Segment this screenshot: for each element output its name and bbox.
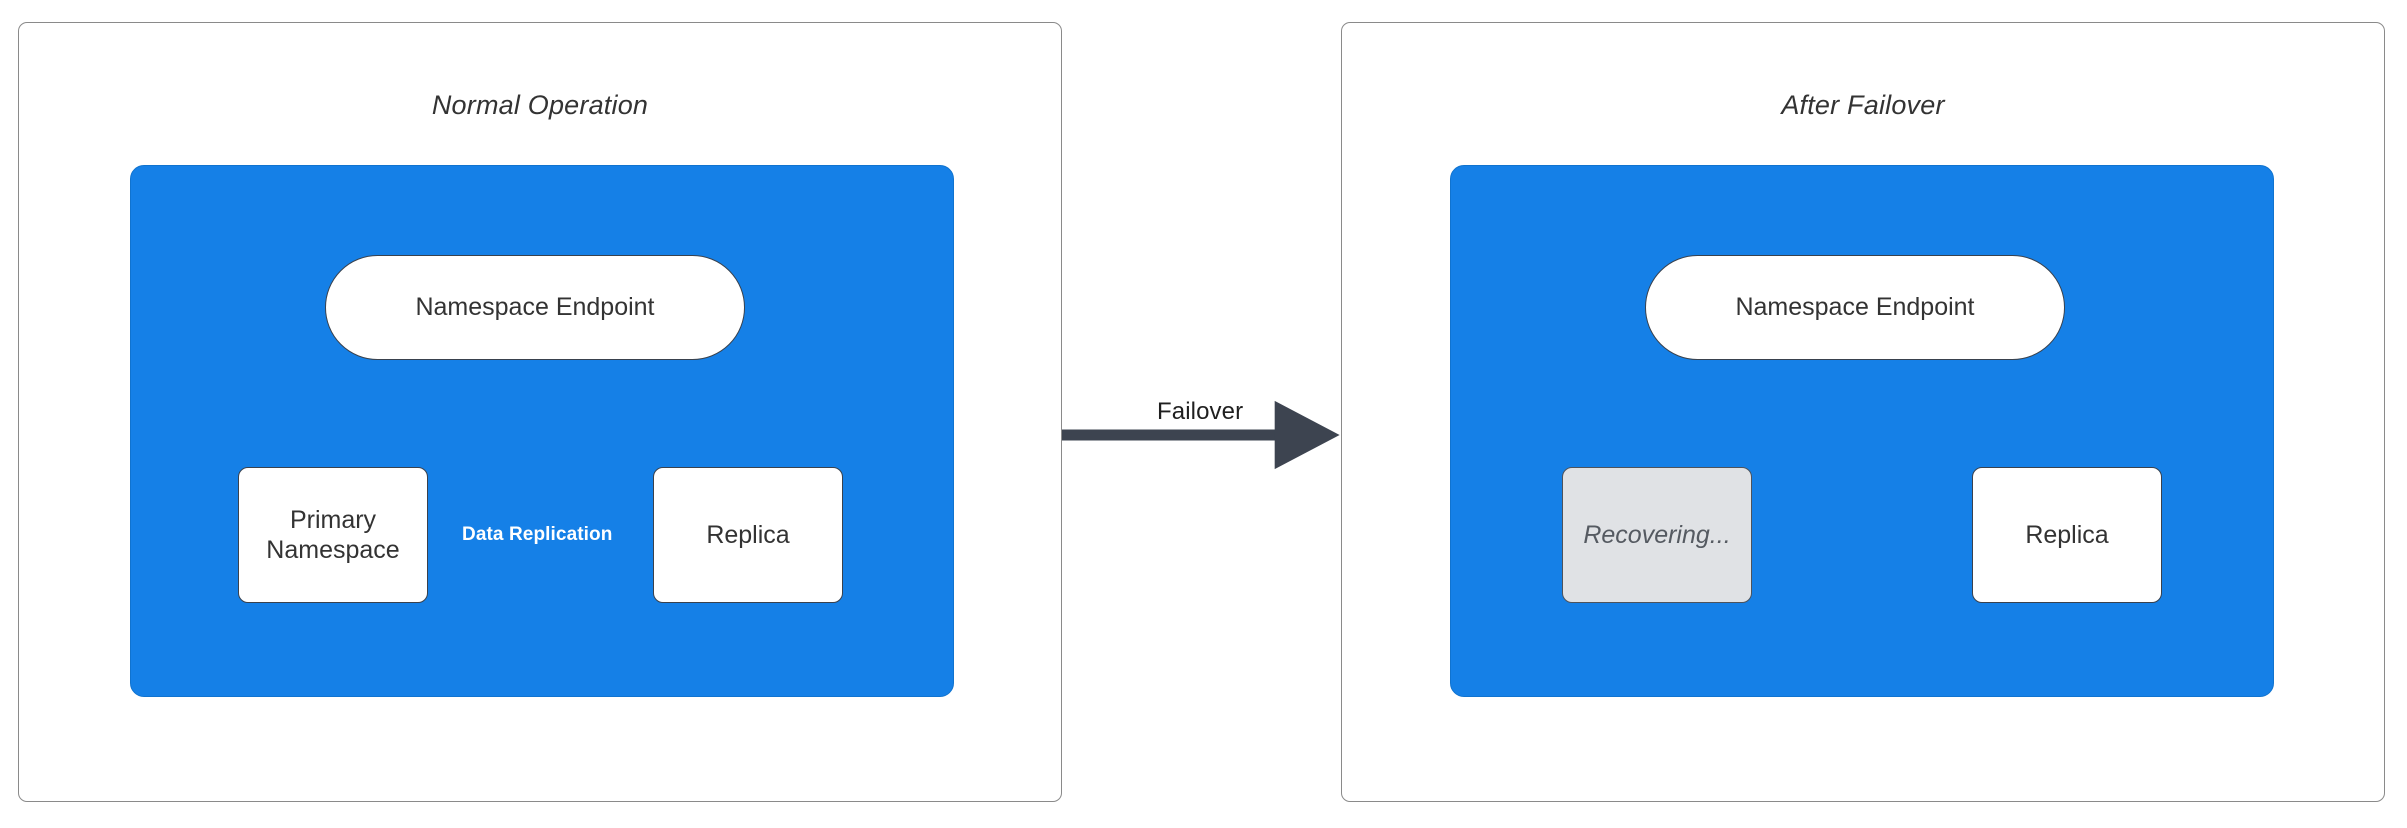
node-replica-right[interactable]: Replica [1972,467,2162,603]
node-label: Namespace Endpoint [1735,293,1975,322]
panel-title-normal-operation: Normal Operation [431,90,649,120]
node-primary-namespace[interactable]: Primary Namespace [238,467,428,603]
cluster-after-failover [1450,165,2274,697]
node-replica-left[interactable]: Replica [653,467,843,603]
node-label: Replica [2025,520,2109,549]
node-namespace-endpoint-right[interactable]: Namespace Endpoint [1645,255,2065,360]
node-label: Recovering... [1583,520,1731,549]
node-recovering[interactable]: Recovering... [1562,467,1752,603]
node-label-line2: Namespace [266,536,400,564]
node-namespace-endpoint-left[interactable]: Namespace Endpoint [325,255,745,360]
panel-title-after-failover: After Failover [1781,90,1945,120]
node-label: Replica [706,520,790,549]
cluster-normal-operation [130,165,954,697]
edge-label-data-replication: Data Replication [462,524,613,545]
node-label-line1: Primary [289,505,377,534]
edge-label-failover: Failover [1151,398,1250,426]
node-label: Namespace Endpoint [415,293,655,322]
